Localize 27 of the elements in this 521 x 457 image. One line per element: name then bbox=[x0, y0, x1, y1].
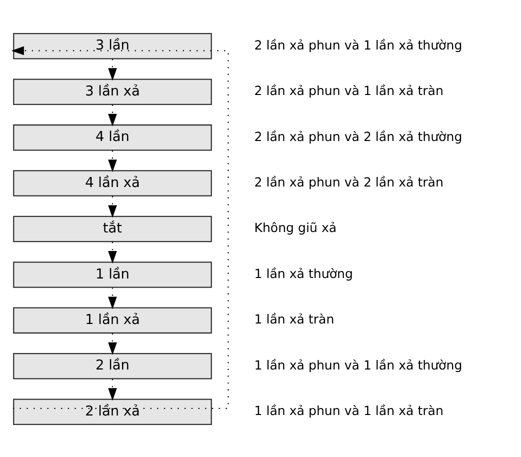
node-label: 1 lần xả tràn bbox=[254, 311, 334, 326]
arrow bbox=[11, 46, 229, 408]
arrow bbox=[108, 332, 117, 355]
node-label: 2 lần xả phun và 1 lần xả thường bbox=[254, 36, 462, 52]
node-box: 1 lần xả bbox=[13, 306, 212, 334]
node-box: tắt bbox=[13, 215, 212, 242]
arrow bbox=[108, 150, 117, 172]
node-label: Không giũ xả bbox=[254, 220, 337, 235]
arrow bbox=[108, 104, 117, 126]
arrow bbox=[108, 196, 117, 218]
node-label: 2 lần xả phun và 1 lần xả tràn bbox=[254, 82, 444, 98]
node-label: 2 lần xả phun và 2 lần xả thường bbox=[254, 128, 462, 144]
node-box: 4 lần xả bbox=[13, 170, 212, 196]
arrow bbox=[108, 287, 117, 309]
node-label: 1 lần xả phun và 1 lần xả tràn bbox=[254, 402, 444, 418]
node-box: 2 lần xả bbox=[13, 398, 212, 424]
node-box: 4 lần bbox=[13, 124, 212, 150]
arrow bbox=[108, 241, 117, 264]
node-label: 1 lần xả thường bbox=[254, 265, 353, 280]
node-box: 2 lần bbox=[13, 352, 212, 379]
node-box: 3 lần bbox=[13, 32, 212, 59]
node-label: 2 lần xả phun và 2 lần xả tràn bbox=[254, 174, 444, 189]
arrow bbox=[108, 378, 117, 400]
node-box: 3 lần xả bbox=[13, 78, 212, 104]
node-box: 1 lần bbox=[13, 261, 212, 288]
node-label: 1 lần xả phun và 1 lần xả thường bbox=[254, 356, 462, 372]
arrow bbox=[108, 58, 117, 80]
